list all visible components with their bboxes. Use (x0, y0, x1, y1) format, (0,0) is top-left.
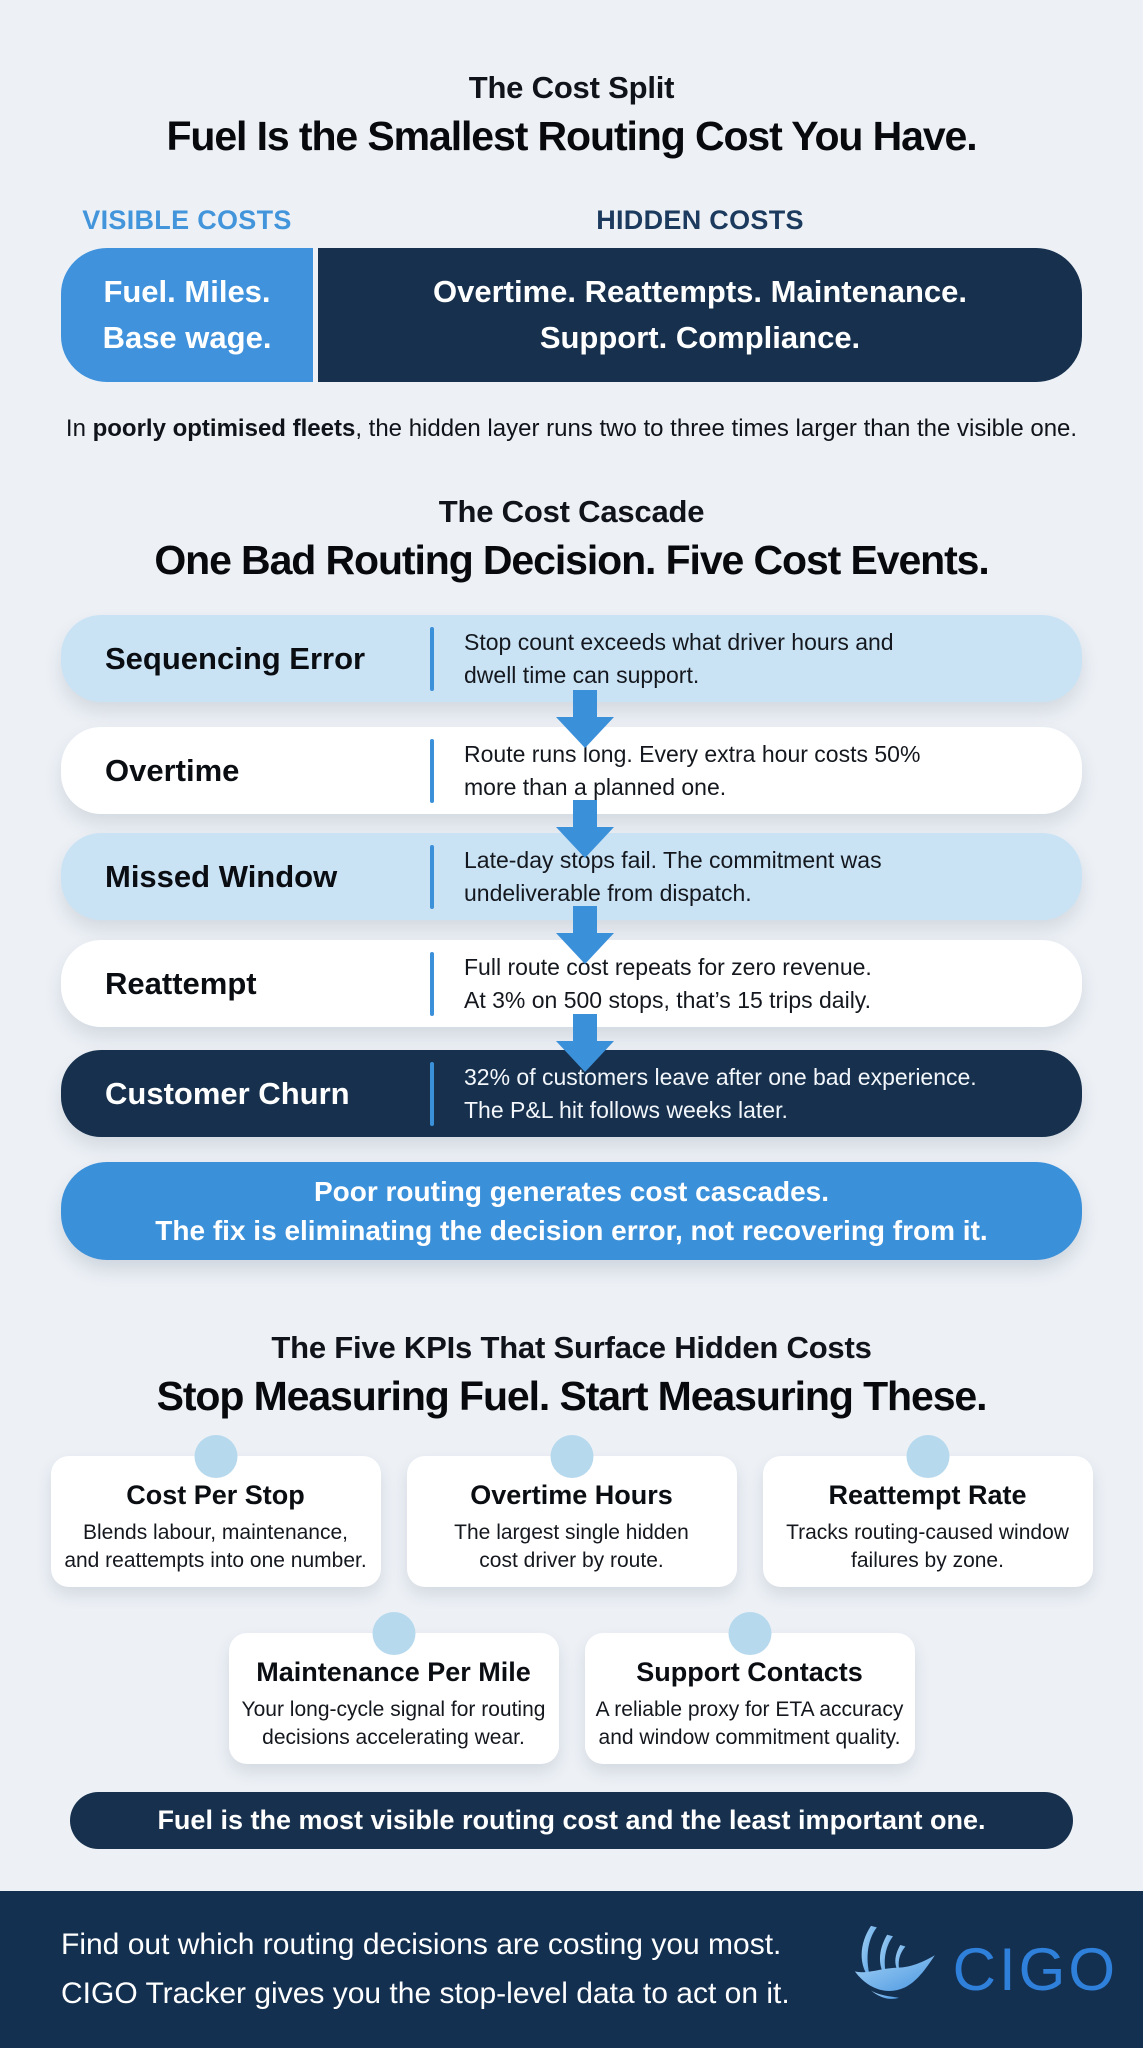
kpi-card-description: Blends labour, maintenance, and reattemp… (64, 1521, 367, 1572)
pin-dot-icon (194, 1435, 237, 1478)
cascade-row-title: Overtime (105, 752, 240, 788)
cascade-row-description: Full route cost repeats for zero revenue… (464, 954, 872, 1013)
kpi-card-description: Tracks routing-caused window failures by… (786, 1521, 1069, 1572)
kpi-card-description: Your long-cycle signal for routing decis… (241, 1698, 546, 1749)
visible-costs-label: VISIBLE COSTS (82, 205, 292, 235)
footer-text: Find out which routing decisions are cos… (61, 1927, 790, 2010)
divider-line (430, 738, 434, 803)
cascade-callout: Poor routing generates cost cascades. Th… (61, 1162, 1082, 1260)
divider-line (430, 626, 434, 691)
kpi-card-title: Overtime Hours (470, 1480, 673, 1510)
pin-dot-icon (550, 1435, 593, 1478)
divider-line (430, 1061, 434, 1126)
cascade-row-reattempt: Reattempt Full route cost repeats for ze… (61, 940, 1082, 1027)
hidden-costs-box: Overtime. Reattempts. Maintenance. Suppo… (318, 248, 1082, 382)
cost-split-note: In poorly optimised fleets, the hidden l… (0, 415, 1143, 443)
pin-dot-icon (906, 1435, 949, 1478)
note-suffix: , the hidden layer runs two to three tim… (355, 415, 1078, 442)
footer: Find out which routing decisions are cos… (0, 1891, 1143, 2048)
cascade-row-sequencing-error: Sequencing Error Stop count exceeds what… (61, 615, 1082, 702)
visible-costs-box: Fuel. Miles. Base wage. (61, 248, 313, 382)
cascade-row-overtime: Overtime Route runs long. Every extra ho… (61, 727, 1082, 814)
kpi-card-title: Reattempt Rate (828, 1480, 1027, 1510)
cascade-row-description: 32% of customers leave after one bad exp… (464, 1064, 977, 1123)
hidden-costs-label: HIDDEN COSTS (596, 205, 804, 235)
cascade-row-title: Missed Window (105, 858, 338, 894)
cascade-row-description: Stop count exceeds what driver hours and… (464, 629, 894, 688)
cigo-wordmark: CIGO (952, 1936, 1118, 2003)
cascade-row-customer-churn: Customer Churn 32% of customers leave af… (61, 1050, 1082, 1137)
kpi-card-title: Cost Per Stop (126, 1480, 305, 1510)
cascade-kicker: The Cost Cascade (438, 494, 705, 529)
divider-line (430, 951, 434, 1016)
kpi-card-title: Maintenance Per Mile (256, 1657, 531, 1687)
kpi-card-title: Support Contacts (636, 1657, 863, 1687)
divider-line (430, 844, 434, 909)
fuel-banner: Fuel is the most visible routing cost an… (70, 1792, 1073, 1849)
kpi-headline: Stop Measuring Fuel. Start Measuring The… (156, 1373, 988, 1419)
cascade-row-description: Route runs long. Every extra hour costs … (464, 741, 921, 800)
cascade-row-title: Reattempt (105, 965, 257, 1001)
arrow-down-icon (556, 1014, 614, 1072)
cost-split-kicker: The Cost Split (468, 70, 675, 105)
arrow-down-icon (556, 690, 614, 748)
pin-dot-icon (372, 1612, 415, 1655)
cascade-headline: One Bad Routing Decision. Five Cost Even… (154, 537, 989, 583)
cascade-row-title: Customer Churn (105, 1075, 350, 1111)
kpi-card-overtime-hours: Overtime Hours The largest single hidden… (406, 1435, 737, 1587)
cascade-row-missed-window: Missed Window Late-day stops fail. The c… (61, 833, 1082, 920)
pin-dot-icon (728, 1612, 771, 1655)
kpi-card-cost-per-stop: Cost Per Stop Blends labour, maintenance… (50, 1435, 381, 1587)
kpi-card-maintenance-per-mile: Maintenance Per Mile Your long-cycle sig… (228, 1612, 559, 1764)
kpi-card-description: The largest single hidden cost driver by… (454, 1521, 689, 1572)
cigo-logo: CIGO (849, 1891, 1118, 2048)
arrow-down-icon (556, 800, 614, 858)
kpi-card-description: A reliable proxy for ETA accuracy and wi… (595, 1698, 904, 1749)
hummingbird-icon (849, 1921, 937, 2018)
kpi-card-row-1: Cost Per Stop Blends labour, maintenance… (0, 1435, 1143, 1587)
cascade-row-title: Sequencing Error (105, 640, 366, 676)
arrow-down-icon (556, 906, 614, 964)
cost-split-headline: Fuel Is the Smallest Routing Cost You Ha… (166, 113, 977, 159)
note-bold: poorly optimised fleets (92, 415, 356, 442)
cost-split-bar: Fuel. Miles. Base wage. Overtime. Reatte… (61, 248, 1082, 382)
cascade-row-description: Late-day stops fail. The commitment was … (464, 847, 882, 906)
kpi-kicker: The Five KPIs That Surface Hidden Costs (271, 1330, 872, 1365)
note-prefix: In (65, 415, 93, 442)
kpi-card-reattempt-rate: Reattempt Rate Tracks routing-caused win… (762, 1435, 1093, 1587)
kpi-card-support-contacts: Support Contacts A reliable proxy for ET… (584, 1612, 915, 1764)
kpi-card-row-2: Maintenance Per Mile Your long-cycle sig… (0, 1612, 1143, 1764)
